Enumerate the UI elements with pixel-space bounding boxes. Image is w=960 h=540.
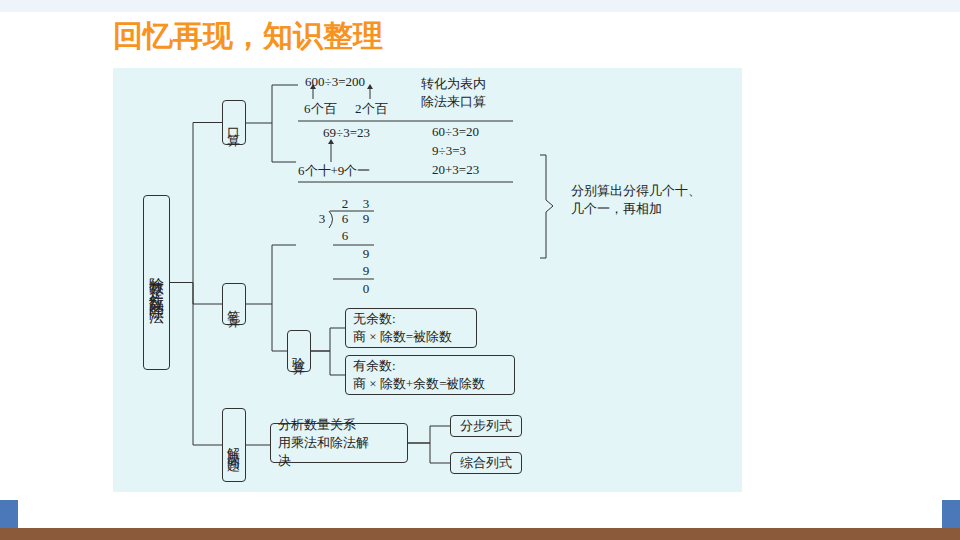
- bracket-note: 分别算出分得几个十、 几个一，再相加: [571, 182, 706, 218]
- curly-bracket: [540, 155, 553, 258]
- node-text: 商 × 除数=被除数: [353, 328, 452, 346]
- branch-box: 解决问题: [222, 408, 246, 482]
- place-note: 6个十+9个一: [298, 162, 370, 180]
- tree-connector: [311, 351, 345, 375]
- division-digit: 0: [363, 280, 370, 298]
- tree-connector: [170, 283, 222, 305]
- option-box: 综合列式: [450, 452, 522, 474]
- option-box: 分步列式: [450, 415, 522, 437]
- division-digit: 6: [342, 227, 349, 245]
- method-note: 转化为表内 除法来口算: [421, 75, 494, 111]
- root-box: 除数是一位数的除法: [143, 195, 170, 370]
- node-text: 分步列式: [460, 417, 512, 435]
- leader-line: [272, 245, 296, 304]
- tree-connector: [311, 328, 345, 351]
- slide-title: 回忆再现，知识整理: [113, 16, 383, 57]
- division-rule: [333, 279, 374, 280]
- equation: 20+3=23: [432, 161, 479, 179]
- node-text: 笔算: [228, 300, 241, 308]
- corner-decoration: [942, 500, 960, 528]
- branch-box: 验算: [287, 330, 311, 372]
- tree-connector: [170, 123, 222, 283]
- node-text: 商 × 除数+余数=被除数: [353, 375, 486, 393]
- node-text: 分析数量关系 用乘法和除法解决: [278, 416, 370, 470]
- division-digit: 9: [363, 245, 370, 263]
- tree-connector: [408, 443, 450, 463]
- division-rule: [333, 245, 374, 246]
- division-bracket: [329, 211, 374, 228]
- leader-line: [246, 85, 298, 162]
- node-text: 综合列式: [460, 454, 512, 472]
- division-digit: 6: [342, 210, 349, 228]
- tree-connector: [170, 283, 222, 446]
- node-text: 解决问题: [228, 437, 241, 453]
- equation: 69÷3=23: [323, 124, 370, 142]
- tree-connector: [408, 426, 450, 443]
- equation: 9÷3=3: [432, 142, 466, 160]
- place-note: 6个百: [304, 100, 337, 118]
- division-digit: 9: [363, 210, 370, 228]
- node-text: 有余数:: [353, 357, 396, 375]
- node-text: 口算: [228, 118, 241, 128]
- equation: 60÷3=20: [432, 123, 479, 141]
- bottom-band: [0, 528, 960, 540]
- place-note: 2个百: [355, 100, 388, 118]
- method-box: 分析数量关系 用乘法和除法解决: [270, 423, 408, 463]
- branch-box: 笔算: [222, 283, 246, 325]
- branch-box: 口算: [222, 100, 246, 145]
- division-digit: 2: [342, 195, 349, 213]
- tree-connector: [246, 445, 270, 446]
- node-text: 验算: [293, 347, 306, 355]
- rule-line: [298, 182, 513, 183]
- rule-box: 有余数:商 × 除数+余数=被除数: [345, 355, 515, 395]
- division-digit: 9: [363, 262, 370, 280]
- corner-decoration: [0, 500, 18, 528]
- tree-connector: [246, 304, 287, 351]
- equation: 600÷3=200: [305, 73, 365, 91]
- node-text: 无余数:: [353, 310, 396, 328]
- content-panel: [113, 68, 742, 492]
- division-digit: 3: [319, 210, 326, 228]
- division-digit: 3: [363, 195, 370, 213]
- node-text: 除数是一位数的除法: [149, 265, 164, 301]
- arrow-head: [367, 84, 373, 89]
- top-band: [0, 0, 960, 12]
- pointer-arrow: [313, 88, 370, 162]
- rule-line: [298, 121, 513, 122]
- rule-box: 无余数:商 × 除数=被除数: [345, 308, 477, 348]
